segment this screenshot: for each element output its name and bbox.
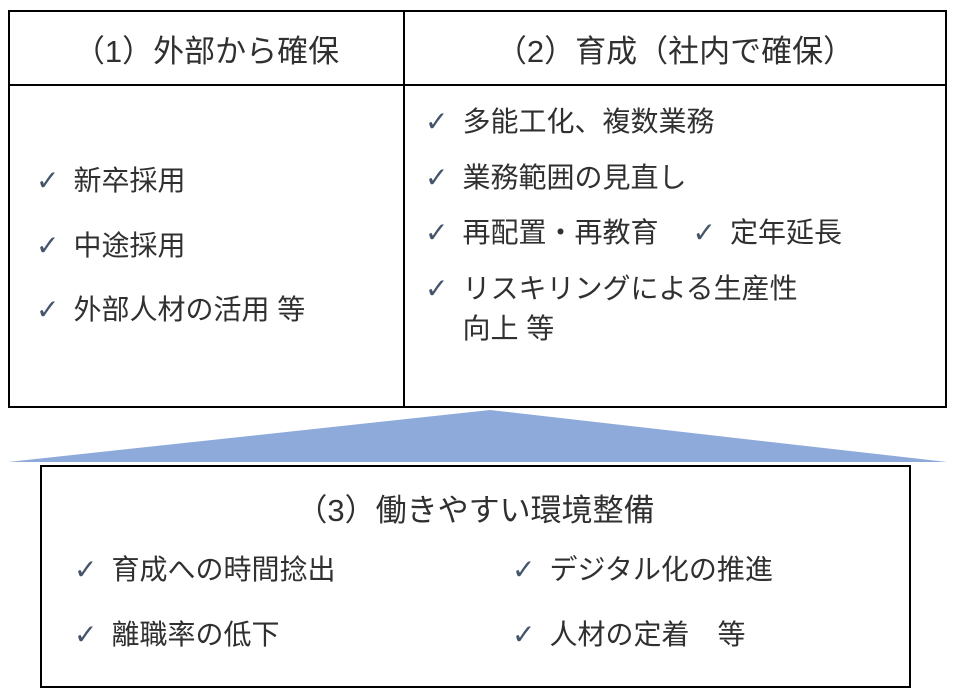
external-items: ✓ 新卒採用 ✓ 中途採用 ✓ 外部人材の活用 等	[10, 86, 403, 406]
environment-right-column: ✓ デジタル化の推進 ✓ 人材の定着 等	[512, 550, 909, 655]
item-text: 多能工化、複数業務	[462, 106, 715, 137]
item-text: 新卒採用	[73, 165, 186, 197]
item-text: デジタル化の推進	[549, 554, 773, 585]
check-icon: ✓	[512, 618, 536, 650]
check-icon: ✓	[36, 165, 60, 197]
item-text: 定年延長	[729, 217, 842, 249]
check-icon: ✓	[425, 217, 449, 249]
development-items: ✓ 多能工化、複数業務 ✓ 業務範囲の見直し ✓ 再配置・再教育 ✓ 定年延長	[405, 86, 945, 406]
development-column-header: （2）育成（社内で確保）	[405, 12, 945, 86]
up-arrow-triangle	[8, 410, 947, 462]
external-column-header: （1）外部から確保	[10, 12, 403, 86]
environment-left-column: ✓ 育成への時間捻出 ✓ 離職率の低下	[74, 550, 512, 655]
check-icon: ✓	[692, 217, 716, 249]
check-icon: ✓	[36, 229, 60, 261]
check-icon: ✓	[425, 106, 449, 137]
item-text: 人材の定着 等	[549, 618, 746, 650]
talent-securing-table: （1）外部から確保 ✓ 新卒採用 ✓ 中途採用 ✓ 外部人材の活用 等 （2）育…	[8, 10, 947, 408]
list-item: ✓ 中途採用	[36, 226, 393, 267]
item-text: 育成への時間捻出	[111, 554, 336, 585]
list-item: ✓ 新卒採用	[36, 161, 393, 202]
item-text: 離職率の低下	[111, 618, 280, 650]
environment-box: （3）働きやすい環境整備 ✓ 育成への時間捻出 ✓ 離職率の低下 ✓ デジタル化…	[40, 465, 911, 688]
development-column: （2）育成（社内で確保） ✓ 多能工化、複数業務 ✓ 業務範囲の見直し ✓ 再配…	[403, 12, 945, 406]
check-icon: ✓	[512, 554, 536, 585]
item-text: 再配置・再教育	[462, 217, 659, 249]
list-item: ✓ リスキリングによる生産性 向上 等	[425, 269, 937, 350]
list-item: ✓ デジタル化の推進	[512, 550, 909, 591]
list-item: ✓ 外部人材の活用 等	[36, 290, 393, 331]
external-column: （1）外部から確保 ✓ 新卒採用 ✓ 中途採用 ✓ 外部人材の活用 等	[10, 12, 403, 406]
list-item: ✓ 再配置・再教育	[425, 213, 658, 254]
check-icon: ✓	[74, 618, 98, 650]
list-row-double: ✓ 再配置・再教育 ✓ 定年延長	[425, 213, 937, 254]
check-icon: ✓	[74, 554, 98, 585]
list-item: ✓ 業務範囲の見直し	[425, 158, 937, 199]
item-text: 外部人材の活用 等	[73, 294, 306, 326]
environment-header: （3）働きやすい環境整備	[296, 493, 655, 528]
item-text: 中途採用	[73, 229, 186, 261]
triangle-shape	[8, 410, 947, 462]
check-icon: ✓	[36, 294, 60, 326]
check-icon: ✓	[425, 272, 449, 304]
list-item: ✓ 離職率の低下	[74, 615, 512, 656]
list-item: ✓ 育成への時間捻出	[74, 550, 512, 591]
list-item: ✓ 定年延長	[692, 213, 841, 254]
item-text: リスキリングによる生産性 向上 等	[462, 272, 798, 345]
item-text: 業務範囲の見直し	[462, 161, 687, 193]
check-icon: ✓	[425, 161, 449, 193]
list-item: ✓ 人材の定着 等	[512, 615, 909, 656]
list-item: ✓ 多能工化、複数業務	[425, 102, 937, 143]
environment-items: ✓ 育成への時間捻出 ✓ 離職率の低下 ✓ デジタル化の推進 ✓ 人材の定着 等	[42, 550, 909, 655]
